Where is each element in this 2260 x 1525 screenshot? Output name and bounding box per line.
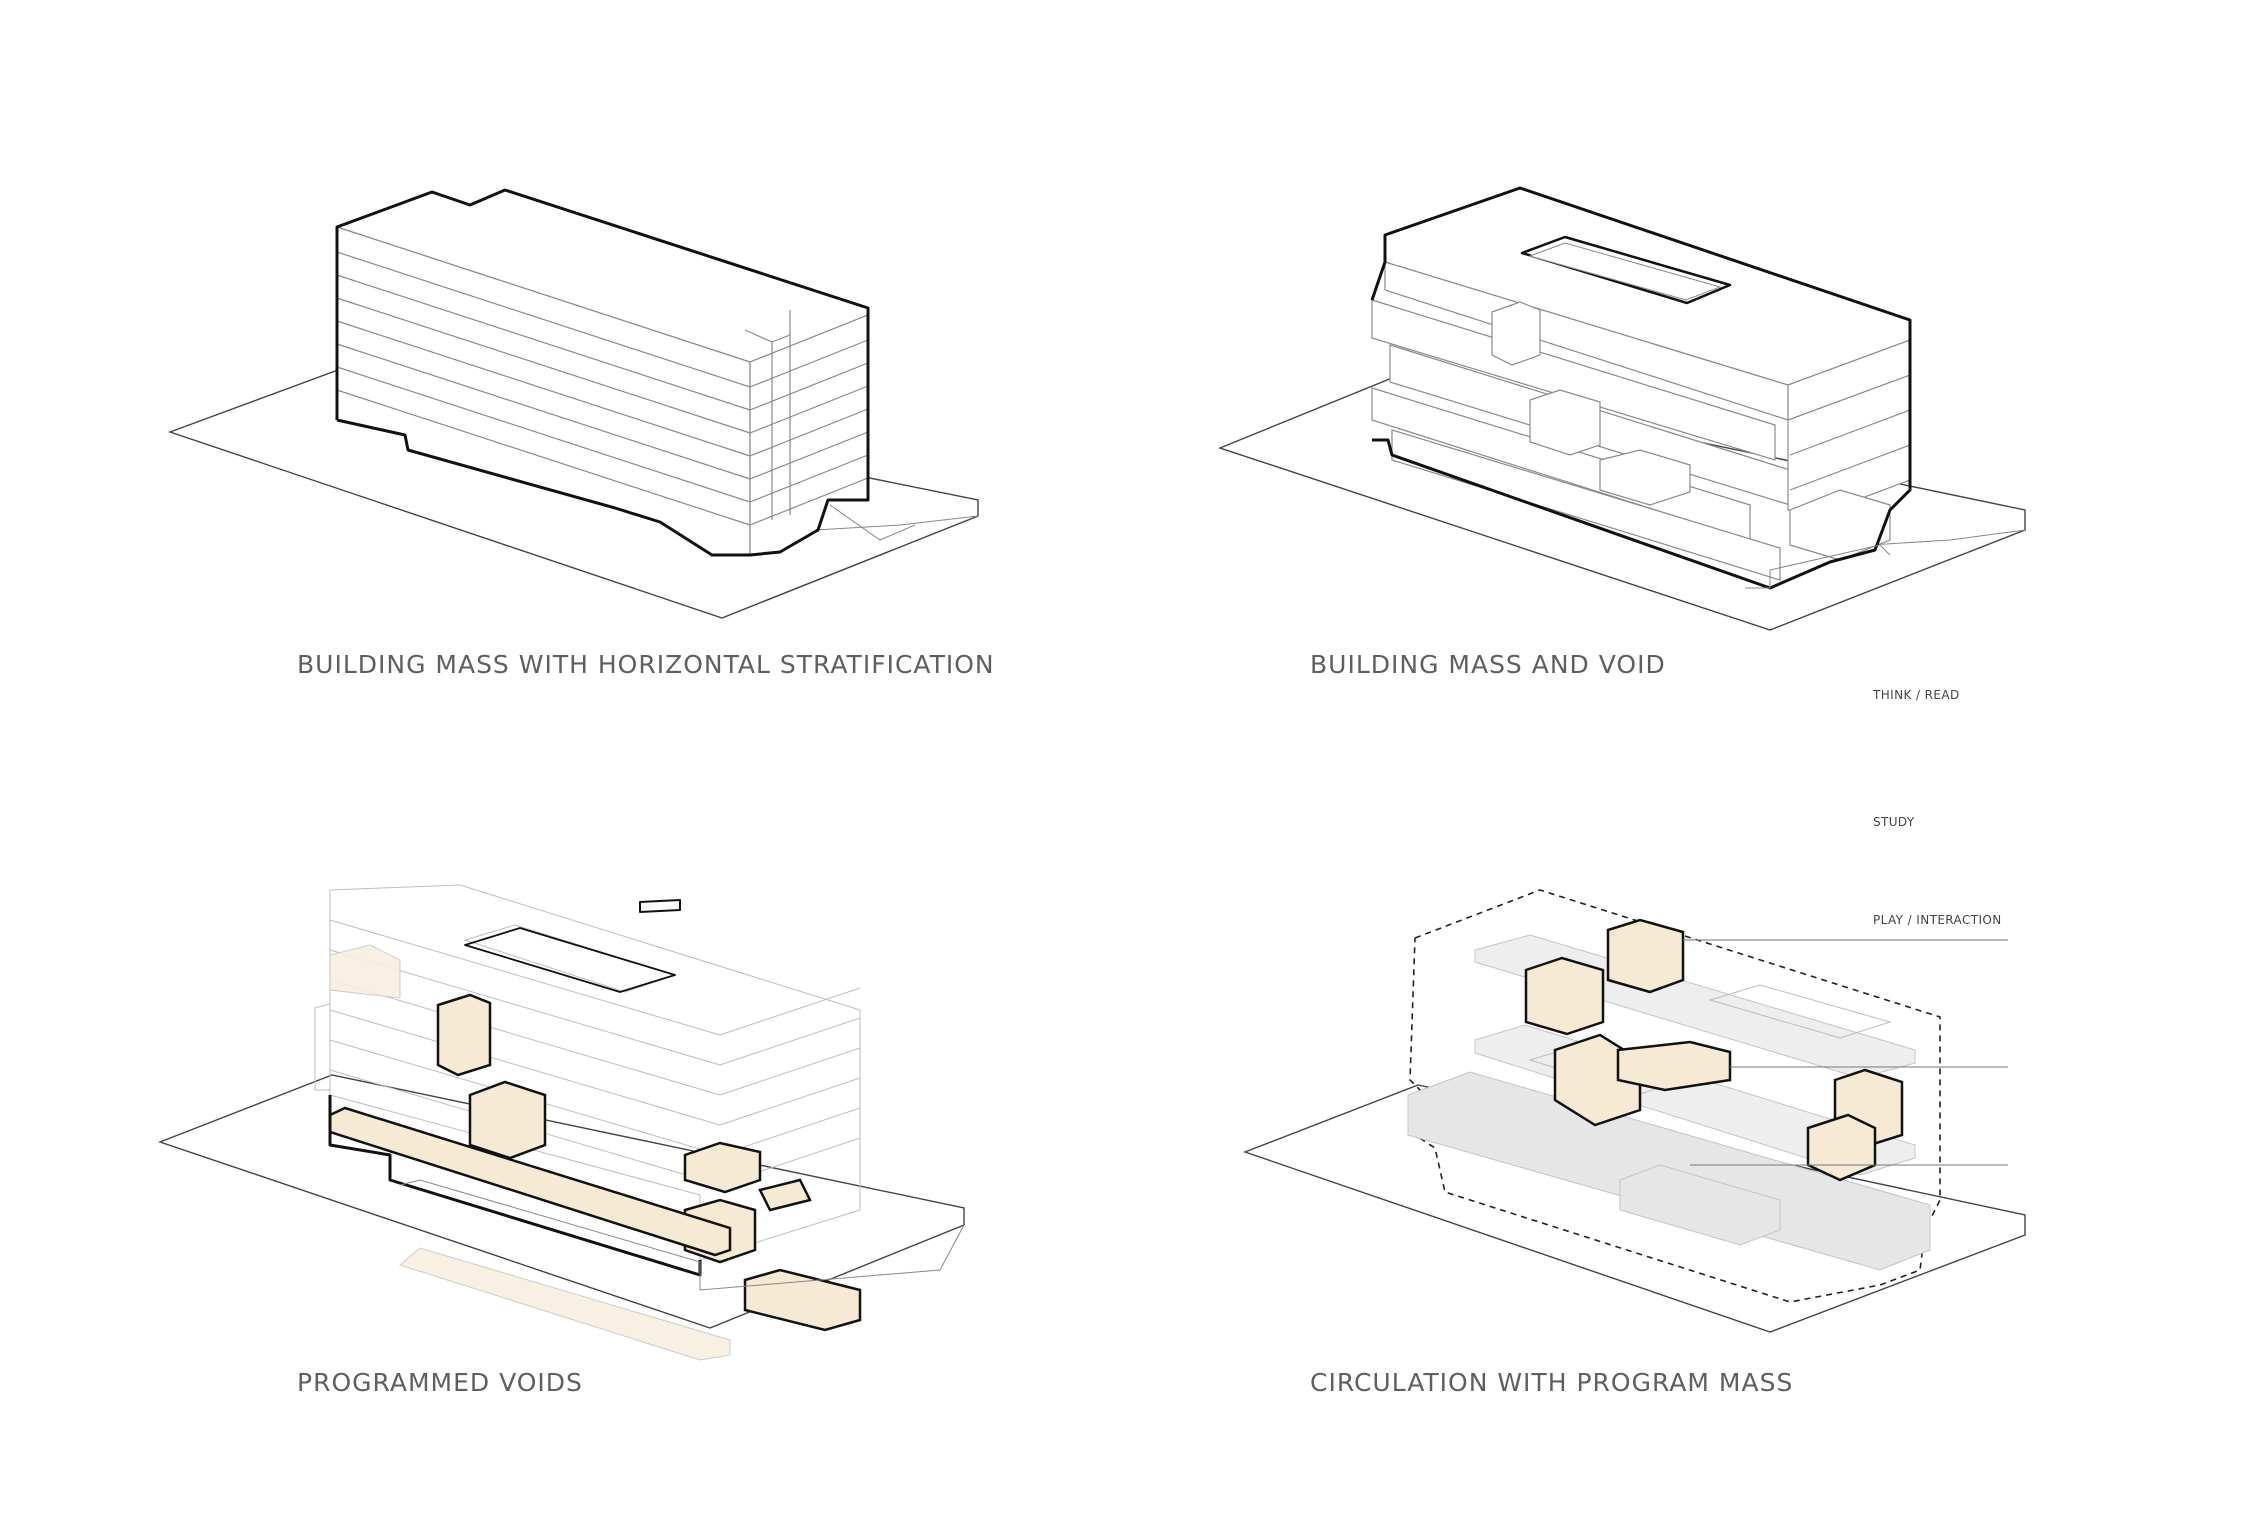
diagram-mass-void bbox=[1217, 186, 2026, 631]
panel-mass-void: BUILDING MASS AND VOID bbox=[1130, 0, 2260, 760]
mass-outline bbox=[335, 188, 870, 557]
mass-outline bbox=[1370, 186, 1912, 590]
roof-void bbox=[1520, 235, 1732, 305]
void-box bbox=[1491, 301, 1541, 366]
panel-mass-stratification: BUILDING MASS WITH HORIZONTAL STRATIFICA… bbox=[0, 0, 1130, 760]
ghost-building bbox=[314, 884, 861, 1261]
caption-programmed-voids: PROGRAMMED VOIDS bbox=[297, 1368, 583, 1397]
stratification-bands bbox=[336, 251, 869, 526]
diagram-mass-stratification bbox=[167, 188, 979, 619]
void-box bbox=[1529, 389, 1601, 456]
program-box bbox=[1616, 1040, 1732, 1092]
caption-mass-void: BUILDING MASS AND VOID bbox=[1310, 650, 1666, 679]
caption-circulation-program: CIRCULATION WITH PROGRAM MASS bbox=[1310, 1368, 1794, 1397]
program-masses bbox=[1524, 918, 1904, 1182]
panel-programmed-voids: PROGRAMMED VOIDS bbox=[0, 760, 1130, 1525]
void-box bbox=[468, 1080, 547, 1160]
label-think-read: THINK / READ bbox=[1873, 688, 1960, 702]
stacked-floor-trays bbox=[1371, 261, 1911, 581]
program-box bbox=[1524, 956, 1605, 1036]
panel-circulation-program: THINK / READ STUDY PLAY / INTERACTION CI… bbox=[1130, 688, 2260, 1525]
void-box bbox=[683, 1141, 762, 1194]
program-box bbox=[1606, 918, 1685, 994]
void-box bbox=[743, 1268, 862, 1332]
diagram-circulation-program bbox=[1242, 889, 2026, 1333]
void-box bbox=[436, 993, 492, 1077]
label-study: STUDY bbox=[1873, 815, 1915, 829]
caption-mass-stratification: BUILDING MASS WITH HORIZONTAL STRATIFICA… bbox=[297, 650, 995, 679]
void-box bbox=[758, 1178, 812, 1212]
diagram-programmed-voids bbox=[157, 884, 965, 1361]
label-play-interaction: PLAY / INTERACTION bbox=[1873, 913, 2002, 927]
roof-void bbox=[464, 927, 676, 993]
programmed-void-boxes bbox=[328, 993, 862, 1332]
program-box bbox=[1806, 1113, 1877, 1182]
